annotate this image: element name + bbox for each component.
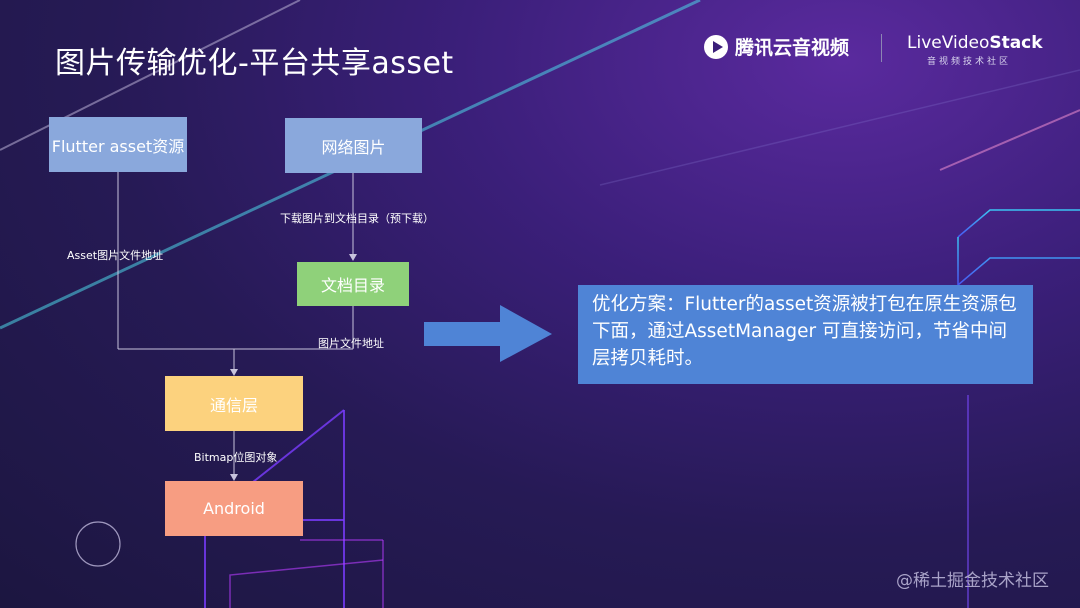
diagonal-line	[599, 69, 1080, 186]
edge-label-file-path: 图片文件地址	[318, 337, 384, 350]
tencent-logo-text: 腾讯云音视频	[735, 37, 850, 59]
node-doc-directory: 文档目录	[297, 262, 409, 306]
logo-divider	[881, 34, 882, 62]
decorative-circle	[75, 521, 121, 567]
slide-title: 图片传输优化-平台共享asset	[55, 46, 454, 81]
tencent-video-logo: 腾讯云音视频	[703, 33, 849, 60]
node-network-image: 网络图片	[285, 118, 422, 173]
lvs-logo-prefix: LiveVideo	[907, 33, 990, 53]
livevideostack-logo: LiveVideoStack 音视频技术社区	[907, 33, 1047, 67]
edge-label-bitmap: Bitmap位图对象	[194, 451, 278, 464]
node-android: Android	[165, 481, 303, 536]
flow-connectors	[117, 172, 354, 474]
lvs-tagline: 音视频技术社区	[927, 57, 1012, 67]
diagonal-line	[939, 109, 1080, 171]
arrowheads	[230, 254, 357, 481]
wireframe-shape-bottom	[229, 539, 384, 608]
node-comm-layer: 通信层	[165, 376, 303, 431]
edge-label-download: 下载图片到文档目录（预下载）	[280, 212, 434, 225]
wireframe-box-right	[957, 209, 1080, 287]
tencent-cloud-icon	[704, 34, 728, 59]
optimization-callout: 优化方案：Flutter的asset资源被打包在原生资源包下面，通过AssetM…	[578, 285, 1033, 384]
watermark: @稀土掘金技术社区	[896, 571, 1049, 591]
lvs-logo-bold: Stack	[989, 33, 1043, 53]
edge-label-asset-path: Asset图片文件地址	[67, 249, 164, 262]
node-flutter-asset: Flutter asset资源	[49, 117, 187, 172]
big-right-arrow	[424, 305, 552, 362]
